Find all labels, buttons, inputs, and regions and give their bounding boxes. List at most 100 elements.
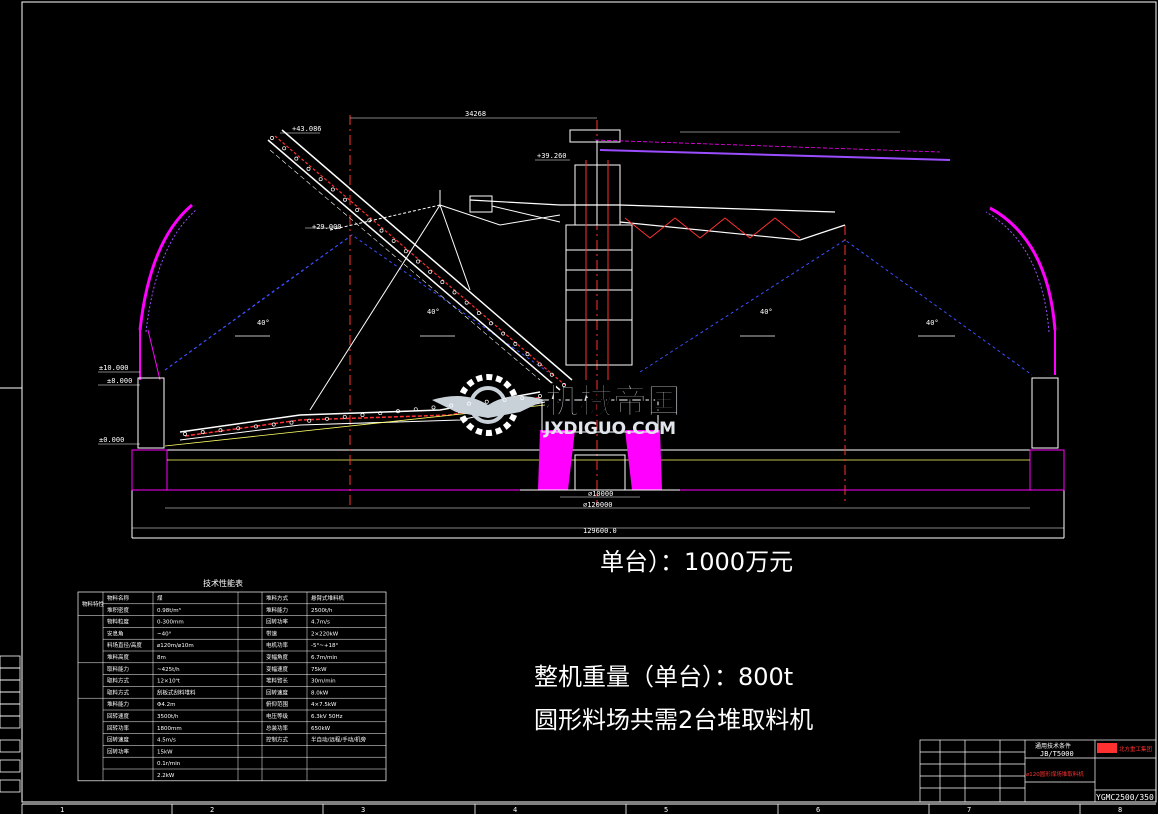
table-param-left: 回转速度 [107,736,130,744]
idler-roller [360,413,365,417]
table-value-left: 0.98t/m³ [157,607,181,614]
idler-roller [431,405,436,410]
dim-total-width: 129600.0 [583,527,617,535]
stockpile-profile [164,234,1033,376]
tower-red-lines [585,160,609,380]
stacker-boom [469,195,846,241]
drawing-name: ⌀120圆形煤场堆取料机 [1026,770,1084,778]
idler-roller [467,401,471,406]
idler-roller [484,399,489,404]
floor-slab [131,449,1065,491]
table-value-right: 半自动/远程/手动/机旁 [311,736,367,744]
table-param-left: 回转功率 [107,724,130,732]
idler-roller [289,420,294,425]
table-group-label: 物料特性 [82,600,105,608]
angle-label-4: 40° [926,319,939,327]
idler-roller [452,290,457,295]
table-param-left: 堆积密度 [107,606,130,614]
idler-roller [502,397,507,402]
weight-note: 整机重量（单台）：800t [534,663,793,691]
table-value-left: Φ4.2m [157,702,175,708]
table-value-left: 1800mm [157,726,182,732]
dome-left [138,203,197,381]
table-value-right: 650kW [311,726,331,732]
idler-roller [270,136,274,140]
table-value-left: ~425t/h [157,667,180,673]
table-param-right: 回转功率 [266,618,289,626]
idler-roller [378,411,383,416]
idler-roller [464,300,469,305]
table-value-left: ⌀120m/⌀10m [157,643,194,649]
stacker-top-lines [594,131,951,161]
idler-roller [282,146,287,151]
idler-roller [325,416,329,421]
table-param-left: 取料方式 [107,688,130,696]
table-value-right: 8.0kW [311,690,329,696]
idler-roller [449,403,454,408]
table-value-right: 6.7m/min [311,655,338,661]
elev-0: ±0.000 [99,436,124,444]
idler-roller [355,208,360,212]
table-value-right: 2×220kW [311,631,339,637]
table-param-right: 总装功率 [266,724,289,732]
idler-roller [549,372,554,377]
elev-10000: ±10.000 [99,364,129,372]
idler-roller [367,218,372,223]
elev-39260: +39.260 [537,152,567,160]
dim-34268: 34268 [465,110,486,118]
table-value-left: 12×10⁴t [157,678,181,685]
pedestal [520,399,680,491]
angle-label-1: 40° [257,319,270,327]
table-param-right: 电机功率 [266,641,289,649]
watermark-url: JXDIGUO.COM [543,419,676,439]
table-param-right: 堆料臂长 [266,677,289,685]
table-value-left: 3500t/h [157,714,179,720]
table-value-left: 4.5m/s [157,738,176,744]
table-value-left: 8m [157,655,166,661]
idler-roller [525,352,530,357]
idler-roller [183,432,187,436]
ruler-label: 1 [60,806,64,814]
idler-roller [218,428,223,433]
dimension-lines [132,117,1064,529]
idler-roller [413,407,418,412]
quantity-note: 圆形料场共需2台堆取料机 [534,706,813,734]
idler-roller [476,311,481,315]
dim-outer-diameter: ⌀120000 [583,501,613,509]
table-param-right: 电压等级 [266,712,289,720]
idler-roller [254,424,258,429]
idler-roller [403,249,408,254]
table-value-right: 30m/min [311,679,336,685]
table-param-left: 取料能力 [107,665,129,673]
table-value-left: 0-300mm [157,620,184,626]
angle-label-3: 40° [760,308,773,316]
table-param-right: 变幅速度 [266,665,289,673]
table-param-right: 堆料方式 [266,594,289,602]
idler-roller [520,395,525,400]
table-param-left: 物料粒度 [107,618,130,626]
idler-roller [306,166,311,171]
idler-roller [428,269,433,274]
table-param-right: 俯仰范围 [266,700,289,708]
table-param-left: 取料方式 [107,677,130,685]
ruler-label: 2 [210,806,214,814]
support-struts [309,190,561,411]
idler-roller [513,341,518,346]
conveyor-idlers [183,136,566,436]
idler-roller [379,228,384,233]
angle-label-2: 40° [427,308,440,316]
idler-roller [318,177,323,182]
idler-roller [343,197,347,202]
idler-roller [537,362,542,367]
company-name: 北方重工集团 [1119,745,1153,753]
idler-roller [307,418,312,423]
table-param-left: 堆料能力 [107,700,129,708]
ruler-label: 8 [1118,806,1122,814]
drawing-number: YGMC2500/350 [1096,793,1154,802]
watermark-name: 机械帝国 [545,382,681,422]
drawing-frame [21,1,1157,803]
standard-code: JB/T5000 [1040,750,1074,758]
elevation-markers [98,132,570,445]
